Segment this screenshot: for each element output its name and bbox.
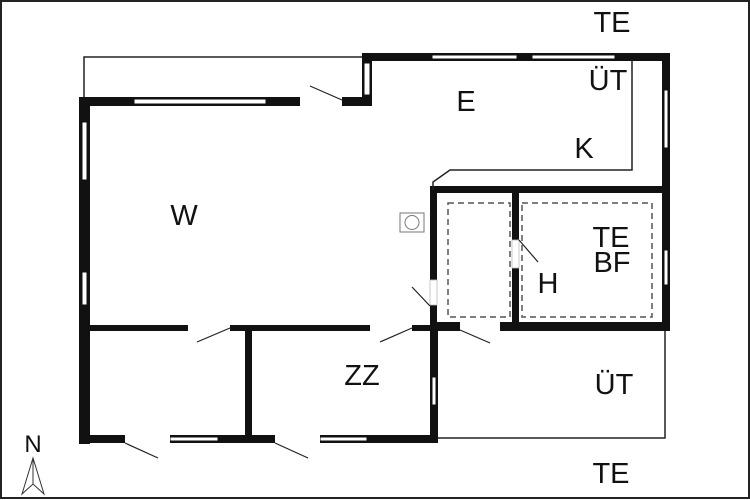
label-zz: ZZ: [344, 360, 379, 392]
door-swings: [124, 85, 539, 459]
label-bf: BF: [593, 247, 630, 279]
label-w: W: [170, 200, 198, 232]
stove-icon: [399, 212, 425, 233]
label-h: H: [538, 268, 559, 300]
compass-label: N: [24, 431, 41, 458]
label-te-bottom: TE: [592, 458, 629, 490]
north-arrow-icon: N: [20, 431, 46, 496]
label-ut-top: ÜT: [589, 65, 628, 97]
label-ut-bottom: ÜT: [595, 369, 634, 401]
label-e: E: [456, 86, 475, 118]
windows: [81, 54, 669, 443]
label-k: K: [574, 133, 594, 165]
label-te-bath: TE: [592, 222, 629, 254]
fixtures: [399, 60, 666, 439]
label-te-top: TE: [593, 7, 630, 39]
room-labels: TE ÜT E K W TE BF H ZZ ÜT TE: [170, 7, 633, 490]
